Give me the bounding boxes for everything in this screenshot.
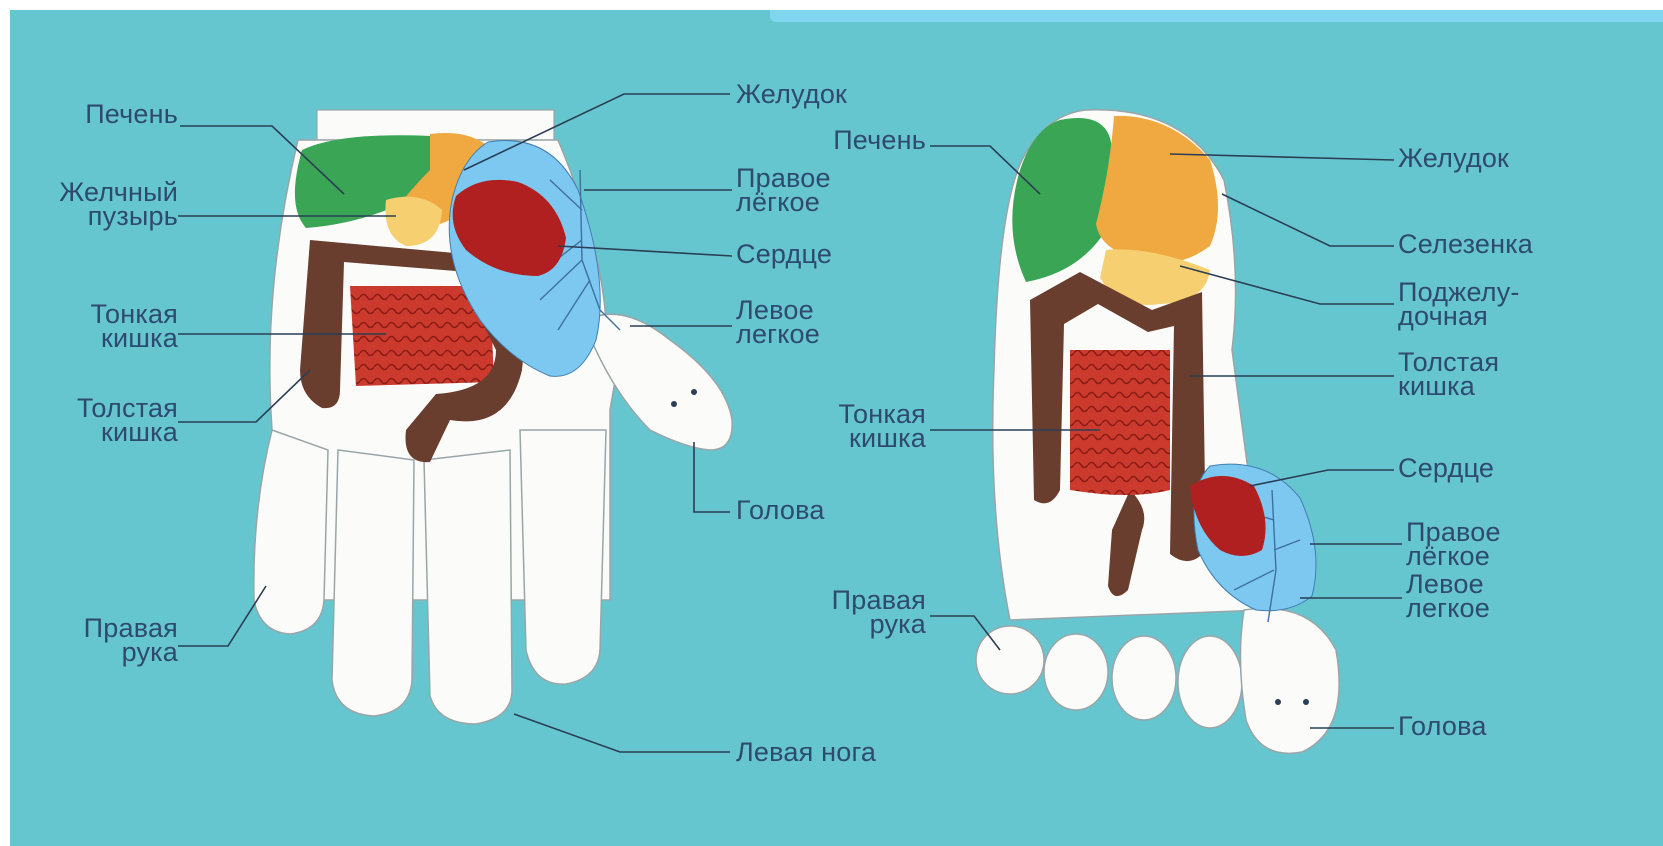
hand-label-heart: Сердце [736,242,832,266]
foot-label-right-lung: Правое лёгкое [1406,520,1501,568]
foot-label-liver: Печень [780,128,926,152]
foot-label-right-arm: Правая рука [780,588,926,636]
foot-toe-fourth [1044,634,1108,710]
hand-label-small-intestine: Тонкая кишка [34,302,178,350]
hand-leader-left-leg [514,714,730,752]
foot-toe-second [1178,636,1242,728]
hand-label-stomach: Желудок [736,82,847,106]
foot-label-left-lung: Левое легкое [1406,572,1490,620]
foot-small-intestine [1070,350,1170,495]
foot-toe-third [1112,636,1176,720]
hand-label-head: Голова [736,498,825,522]
foot-toe-little [976,626,1044,694]
foot-toe-eye [1275,699,1281,705]
hand-label-left-lung: Левое легкое [736,298,820,346]
foot-label-head: Голова [1398,714,1487,738]
hand-finger-index [520,430,606,684]
hand-label-gallbladder: Желчный пузырь [14,180,178,228]
slide: Печень Желудок Желчный пузырь Правое лёг… [10,10,1663,846]
hand-label-large-intestine: Толстая кишка [24,396,178,444]
hand-leader-head [694,442,730,512]
foot-label-pancreas: Поджелу- дочная [1398,280,1520,328]
foot-label-small-intestine: Тонкая кишка [780,402,926,450]
foot-stomach [1096,116,1218,263]
foot-label-spleen: Селезенка [1398,232,1533,256]
hand-leader-right-arm [178,586,266,646]
hand-thumb-eye [671,401,677,407]
foot-toe-eye [1303,699,1309,705]
foot-leader-spleen [1222,194,1394,246]
hand-finger-middle [424,450,512,724]
foot-big-toe [1240,608,1339,753]
hand-thumb-eye [691,389,697,395]
foot-label-large-intestine: Толстая кишка [1398,350,1499,398]
hand-finger-little [254,430,328,634]
foot-figure [930,110,1402,754]
hand-label-liver: Печень [34,102,178,126]
hand-finger-ring [332,450,414,716]
hand-label-right-lung: Правое лёгкое [736,166,831,214]
foot-label-heart: Сердце [1398,456,1494,480]
hand-figure [178,94,732,752]
hand-label-right-arm: Правая рука [34,616,178,664]
hand-label-left-leg: Левая нога [736,740,876,764]
foot-label-stomach: Желудок [1398,146,1509,170]
